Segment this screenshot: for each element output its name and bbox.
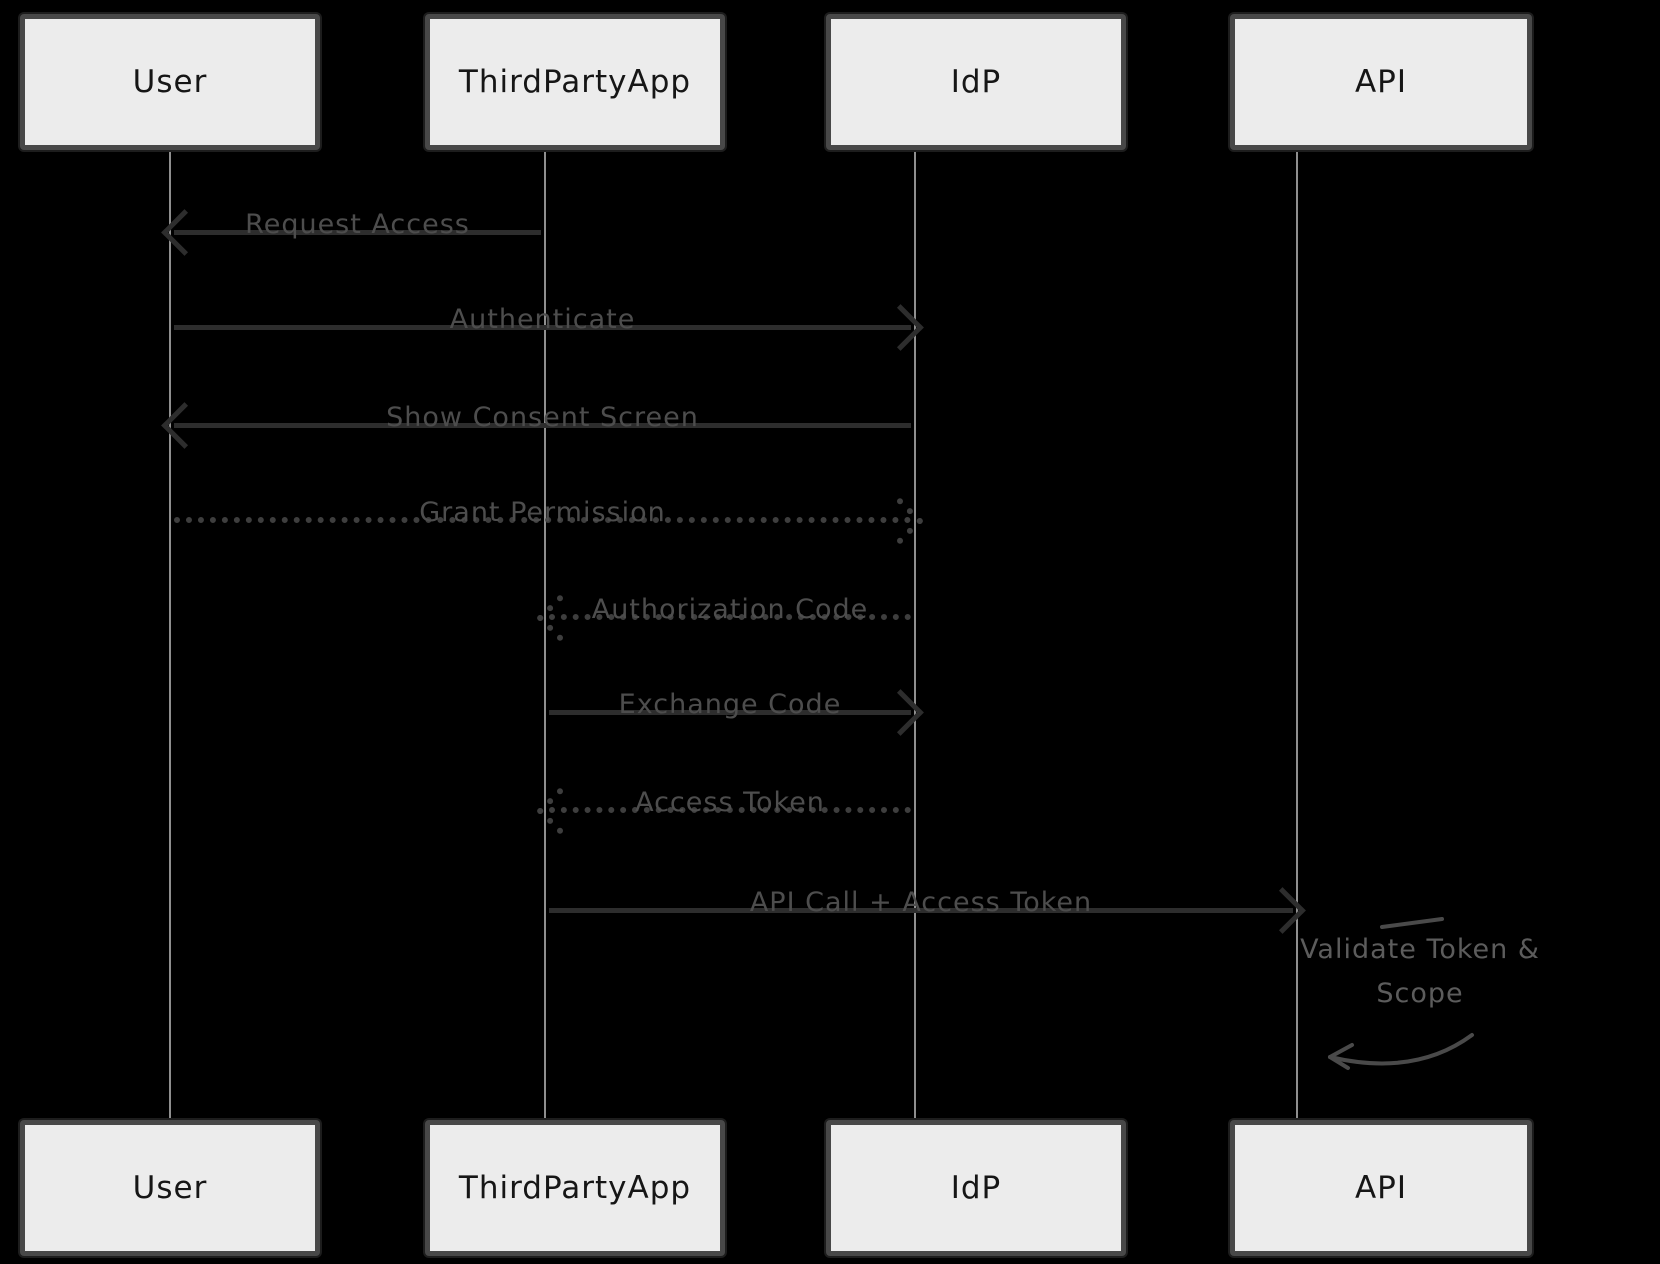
arrow-line	[549, 908, 1293, 913]
participant-box-idp-top: IdP	[826, 14, 1126, 150]
message-label: Request Access	[245, 209, 470, 240]
arrow-line	[174, 230, 541, 235]
lifeline-idp	[914, 150, 916, 1122]
participant-label-user: User	[132, 64, 208, 100]
participant-label-api: API	[1354, 64, 1408, 100]
participant-label-thirdpartyapp: ThirdPartyApp	[458, 64, 692, 100]
arrow-line	[549, 807, 911, 813]
self-note-line1: Validate Token &	[1300, 934, 1540, 965]
participant-box-api-top: API	[1230, 14, 1532, 150]
lifeline-api	[1296, 150, 1298, 1122]
participant-label-idp: IdP	[950, 1170, 1002, 1206]
participant-box-thirdpartyapp-bottom: ThirdPartyApp	[425, 1120, 725, 1256]
participant-label-user: User	[132, 1170, 208, 1206]
self-loop-arrow-icon	[1328, 917, 1474, 1070]
message-label: API Call + Access Token	[749, 887, 1093, 918]
arrow-line	[174, 325, 911, 330]
self-note-validate-token: Validate Token & Scope	[1290, 928, 1550, 1016]
message-label: Show Consent Screen	[386, 402, 699, 433]
lifeline-user	[169, 150, 171, 1122]
participant-label-thirdpartyapp: ThirdPartyApp	[458, 1170, 692, 1206]
arrow-line	[549, 710, 911, 715]
message-label: Access Token	[635, 787, 825, 818]
message-label: Authorization Code	[591, 594, 869, 625]
arrow-line	[174, 517, 911, 523]
arrow-line	[174, 423, 911, 428]
participant-box-user-bottom: User	[20, 1120, 320, 1256]
participant-label-api: API	[1354, 1170, 1408, 1206]
message-label: Grant Permission	[419, 497, 666, 528]
participant-box-thirdpartyapp-top: ThirdPartyApp	[425, 14, 725, 150]
participant-box-user-top: User	[20, 14, 320, 150]
self-note-line2: Scope	[1376, 978, 1464, 1009]
arrow-line	[549, 614, 911, 620]
lifeline-thirdpartyapp	[544, 150, 546, 1122]
participant-label-idp: IdP	[950, 64, 1002, 100]
participant-box-idp-bottom: IdP	[826, 1120, 1126, 1256]
message-label: Exchange Code	[618, 689, 842, 720]
message-label: Authenticate	[449, 304, 636, 335]
participant-box-api-bottom: API	[1230, 1120, 1532, 1256]
